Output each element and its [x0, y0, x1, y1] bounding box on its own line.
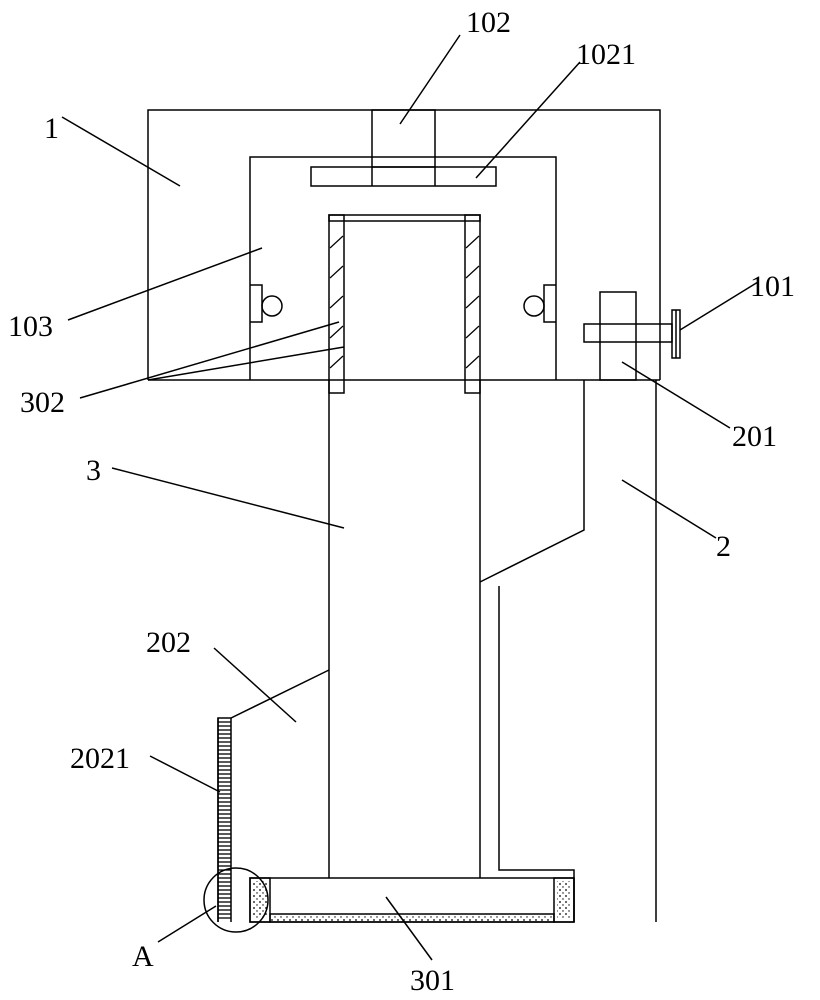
- sleeve-top-rim: [328, 214, 481, 222]
- body2-inner-step: [498, 586, 575, 922]
- leader-101: [679, 281, 759, 331]
- label-103: 103: [8, 310, 53, 343]
- sleeve-hatching: [329, 235, 480, 369]
- rack-teeth: [218, 721, 231, 919]
- leader-301: [385, 896, 433, 961]
- base-right-fill: [557, 881, 571, 919]
- label-1: 1: [44, 112, 59, 145]
- housing-outer: [147, 109, 661, 380]
- left-notch: [250, 284, 263, 323]
- detail-circle-A: [203, 867, 269, 933]
- rack-2021: [217, 718, 232, 922]
- base-right-block: [553, 877, 575, 923]
- body2-inner-wedge: [479, 380, 585, 583]
- label-302: 302: [20, 386, 65, 419]
- leader-1: [61, 116, 181, 187]
- leader-2021: [149, 755, 221, 793]
- leader-103: [67, 247, 263, 321]
- label-3: 3: [86, 454, 101, 487]
- pin-201: [599, 291, 637, 381]
- screw-shaft-101: [583, 323, 673, 343]
- right-notch: [543, 284, 556, 323]
- leader-201: [621, 361, 731, 429]
- sleeve-left-wall: [328, 214, 345, 394]
- leader-302b: [147, 346, 345, 381]
- leader-1021: [475, 61, 581, 179]
- label-2: 2: [716, 530, 731, 563]
- label-2021: 2021: [70, 742, 130, 775]
- label-201: 201: [732, 420, 777, 453]
- label-1021: 1021: [576, 38, 636, 71]
- leader-3: [111, 467, 345, 529]
- label-A: A: [132, 940, 154, 973]
- inner-cavity-outline: [249, 156, 557, 380]
- label-102: 102: [466, 6, 511, 39]
- label-301: 301: [410, 964, 455, 997]
- left-ball-icon: [261, 295, 283, 317]
- sleeve-right-wall: [464, 214, 481, 394]
- label-202: 202: [146, 626, 191, 659]
- base-left-fill: [253, 881, 267, 919]
- leader-202: [213, 647, 297, 723]
- base-bottom-strip: [269, 913, 555, 923]
- leader-A: [157, 905, 217, 943]
- right-ball-icon: [523, 295, 545, 317]
- plate-1021: [310, 166, 497, 187]
- leader-302a: [79, 321, 340, 399]
- leader-2: [621, 479, 717, 539]
- label-101: 101: [750, 270, 795, 303]
- leader-102: [399, 34, 461, 125]
- part-202-outline: [217, 669, 330, 922]
- base-bottom-fill: [271, 915, 553, 921]
